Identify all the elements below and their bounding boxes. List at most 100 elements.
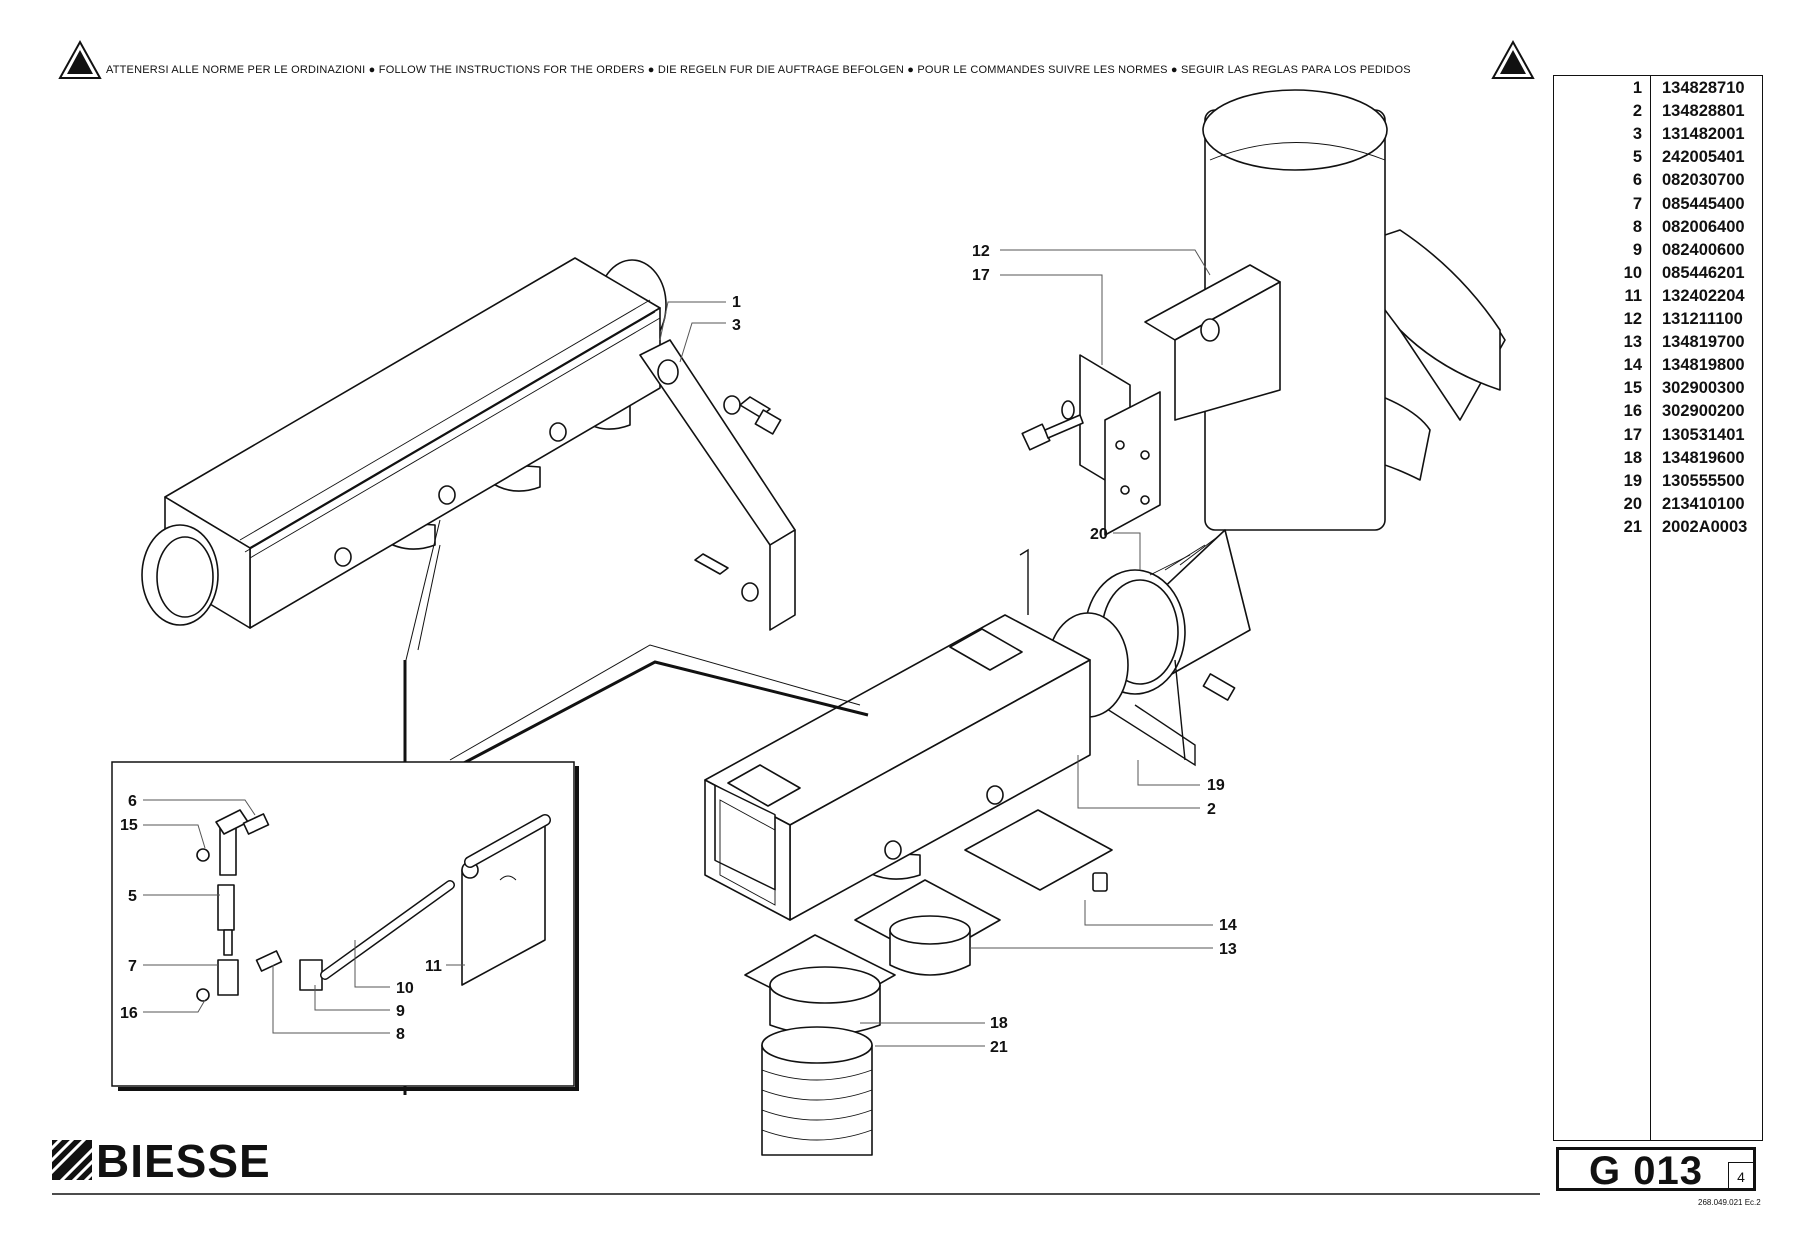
parts-row: 9 082400600 — [1554, 241, 1764, 264]
parts-row: 11 132402204 — [1554, 287, 1764, 310]
part-position: 13 — [1623, 333, 1642, 352]
parts-row: 2 134828801 — [1554, 102, 1764, 125]
parts-row: 21 2002A0003 — [1554, 518, 1764, 541]
part-code: 130555500 — [1662, 471, 1745, 490]
callout-5: 5 — [128, 888, 137, 905]
part-code: 085445400 — [1662, 194, 1745, 213]
callout-2: 2 — [1207, 801, 1216, 818]
part-position: 17 — [1623, 425, 1642, 444]
callout-12: 12 — [972, 243, 990, 260]
callout-7: 7 — [128, 958, 137, 975]
part-position: 5 — [1632, 148, 1642, 167]
part-position: 15 — [1623, 379, 1642, 398]
part-position: 18 — [1623, 448, 1642, 467]
support-bracket-arm — [639, 339, 796, 631]
parts-row: 15 302900300 — [1554, 379, 1764, 402]
part-position: 19 — [1623, 471, 1642, 490]
part-position: 21 — [1623, 517, 1642, 536]
part-code: 082400600 — [1662, 240, 1745, 259]
callout-11: 11 — [425, 958, 442, 975]
part-code: 130531401 — [1662, 425, 1745, 444]
callout-3: 3 — [732, 317, 741, 334]
part-position: 3 — [1632, 125, 1642, 144]
callout-19: 19 — [1207, 777, 1225, 794]
part-code: 213410100 — [1662, 494, 1745, 513]
parts-row: 3 131482001 — [1554, 125, 1764, 148]
callout-14: 14 — [1219, 917, 1237, 934]
part-position: 8 — [1632, 217, 1642, 236]
parts-row: 20 213410100 — [1554, 495, 1764, 518]
part-code: 2002A0003 — [1662, 517, 1748, 536]
callout-9: 9 — [396, 1003, 405, 1020]
table-divider — [1650, 76, 1651, 1140]
part-position: 6 — [1632, 171, 1642, 190]
callout-1: 1 — [732, 294, 741, 311]
biesse-logo-icon — [52, 1140, 92, 1180]
callout-6: 6 — [128, 793, 137, 810]
y-junction-assembly — [1021, 89, 1506, 536]
part-position: 9 — [1632, 240, 1642, 259]
part-position: 7 — [1632, 194, 1642, 213]
detail-inset-box — [111, 761, 579, 1091]
brand-name: BIESSE — [96, 1135, 271, 1187]
sheet-page-number: 4 — [1728, 1162, 1753, 1191]
part-position: 12 — [1623, 310, 1642, 328]
sheet-code-box: G 013 4 — [1556, 1147, 1756, 1193]
part-code: 134819800 — [1662, 356, 1745, 375]
part-code: 132402204 — [1662, 286, 1745, 305]
part-position: 2 — [1632, 102, 1642, 121]
part-code: 302900300 — [1662, 379, 1745, 398]
part-code: 134819700 — [1662, 333, 1745, 352]
part-position: 10 — [1623, 263, 1642, 282]
part-position: 14 — [1623, 356, 1642, 375]
part-code: 134819600 — [1662, 448, 1745, 467]
part-position: 1 — [1632, 79, 1642, 97]
part-code: 134828801 — [1662, 102, 1745, 121]
leader-lines — [143, 249, 1213, 1047]
callout-21: 21 — [990, 1039, 1008, 1056]
part-code: 134828710 — [1662, 79, 1745, 97]
parts-row: 6 082030700 — [1554, 171, 1764, 194]
parts-row: 8 082006400 — [1554, 218, 1764, 241]
part-code: 085446201 — [1662, 263, 1745, 282]
warning-triangle-icon-right — [1491, 39, 1535, 79]
callout-13: 13 — [1219, 941, 1237, 958]
parts-row: 1 134828710 — [1554, 79, 1764, 102]
part-code: 242005401 — [1662, 148, 1745, 167]
parts-row: 7 085445400 — [1554, 195, 1764, 218]
parts-row: 17 130531401 — [1554, 426, 1764, 449]
part-code: 131211100 — [1662, 310, 1743, 328]
callout-20: 20 — [1090, 526, 1108, 543]
parts-row: 13 134819700 — [1554, 333, 1764, 356]
parts-row: 5 242005401 — [1554, 148, 1764, 171]
order-instructions-text: ATTENERSI ALLE NORME PER LE ORDINAZIONI … — [106, 64, 1411, 76]
callout-8: 8 — [396, 1026, 405, 1043]
parts-row: 14 134819800 — [1554, 356, 1764, 379]
parts-row: 19 130555500 — [1554, 472, 1764, 495]
callout-17: 17 — [972, 267, 990, 284]
part-code: 302900200 — [1662, 402, 1745, 421]
part-position: 16 — [1623, 402, 1642, 421]
part-position: 11 — [1624, 286, 1642, 305]
warning-triangle-icon-left — [58, 39, 102, 79]
parts-row: 18 134819600 — [1554, 449, 1764, 472]
main-duct-assembly — [141, 257, 667, 629]
callout-10: 10 — [396, 980, 414, 997]
parts-row: 10 085446201 — [1554, 264, 1764, 287]
parts-row: 12 131211100 — [1554, 310, 1764, 333]
cover-plate-and-collar — [744, 809, 1113, 1156]
callout-18: 18 — [990, 1015, 1008, 1032]
callout-15: 15 — [120, 817, 138, 834]
part-code: 082006400 — [1662, 217, 1745, 236]
parts-row: 16 302900200 — [1554, 402, 1764, 425]
part-code: 082030700 — [1662, 171, 1745, 190]
part-position: 20 — [1623, 494, 1642, 513]
secondary-duct-assembly — [704, 548, 1129, 921]
callout-16: 16 — [120, 1005, 138, 1022]
parts-list-table: 1 134828710 2 134828801 3 131482001 5 242005401… — [1553, 75, 1763, 1141]
sheet-code: G 013 — [1589, 1149, 1703, 1193]
document-reference: 268.049.021 Ec.2 — [1698, 1198, 1761, 1207]
part-code: 131482001 — [1662, 125, 1745, 144]
